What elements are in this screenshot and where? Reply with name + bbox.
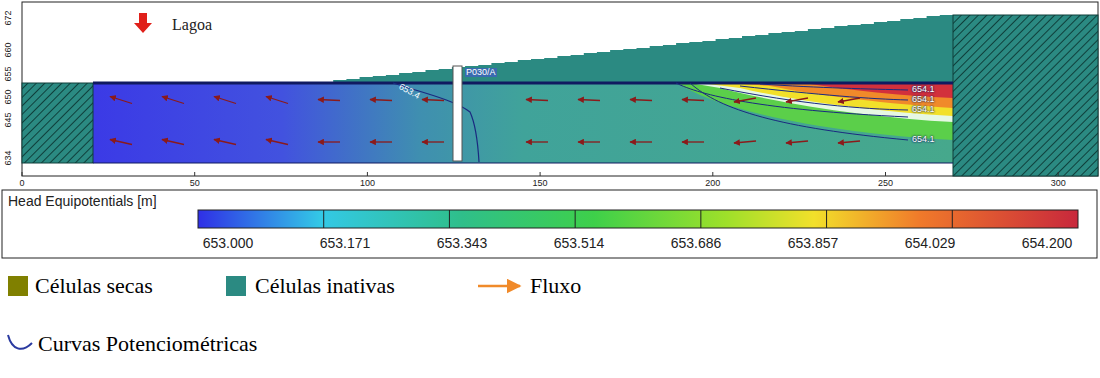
well-name: P030/A [465, 68, 497, 77]
legend-swatch [8, 276, 28, 296]
axis-tick: 660 [4, 42, 13, 57]
flow-arrow [786, 141, 808, 143]
contour-line [393, 83, 479, 162]
flow-arrow [838, 141, 860, 143]
axis-tick: 0 [19, 179, 24, 188]
axis-tick: 634 [4, 150, 13, 165]
axis-tick: 300 [1051, 179, 1066, 188]
inactive-block [953, 15, 1098, 176]
flow-arrow [370, 100, 392, 101]
colorbar-value: 653.514 [554, 236, 605, 250]
flow-sample [478, 285, 520, 288]
flow-arrow [838, 98, 860, 102]
flow-arrow [422, 141, 444, 142]
flow-arrow [266, 140, 288, 145]
flow-arrow [162, 97, 184, 104]
axis-tick: 645 [4, 112, 13, 127]
flow-arrow [734, 98, 756, 102]
axis-tick: 655 [4, 66, 13, 81]
flow-arrow [162, 140, 184, 145]
colorbar-value: 653.343 [437, 236, 488, 250]
inactive-block [22, 83, 93, 163]
legend-text: Fluxo [530, 275, 581, 297]
flow-arrow [110, 140, 132, 145]
legend-text: Células inativas [255, 275, 395, 297]
colorbar [198, 210, 1078, 228]
flow-arrow [318, 100, 340, 101]
place-name: Lagoa [172, 17, 212, 33]
axis-tick: 250 [878, 179, 893, 188]
colorbar-value: 653.171 [320, 236, 371, 250]
lagoon-marker [134, 13, 152, 33]
flow-arrow [526, 100, 548, 101]
flow-arrow [266, 97, 288, 104]
model-domain [93, 83, 953, 163]
inactive-cells [320, 15, 953, 83]
axis-tick: 50 [190, 179, 200, 188]
legend-text: Células secas [35, 275, 153, 297]
colorbar-value: 654.200 [1022, 236, 1073, 250]
legend-swatch [226, 276, 246, 296]
colorbar-value: 654.029 [905, 236, 956, 250]
colorbar-value: 653.000 [203, 236, 254, 250]
axis-tick: 200 [705, 179, 720, 188]
contour-value: 654.1 [912, 95, 935, 104]
axis-tick: 672 [4, 10, 13, 25]
contour-value: 654.1 [912, 105, 935, 114]
flow-arrow [526, 141, 548, 142]
flow-arrow [578, 141, 600, 142]
legend-text: Curvas Potenciométricas [38, 333, 257, 355]
colorbar-value: 653.686 [671, 236, 722, 250]
flow-arrow [214, 140, 236, 145]
flow-arrow [682, 100, 704, 101]
colorbar-frame [2, 190, 1097, 258]
flow-arrow [786, 98, 808, 102]
axis-tick: 100 [360, 179, 375, 188]
flow-arrow [422, 100, 444, 101]
flow-arrow [318, 141, 340, 142]
colorbar-value: 653.857 [788, 236, 839, 250]
axis-tick: 650 [4, 89, 13, 104]
head-zone [676, 83, 953, 140]
flow-arrow [682, 141, 704, 142]
contour-sample [8, 335, 32, 349]
contour-value: 654.1 [912, 85, 935, 94]
well [453, 66, 462, 161]
flow-arrow [630, 100, 652, 101]
flow-arrow [214, 97, 236, 104]
colorbar-title: Head Equipotentials [m] [8, 194, 157, 208]
flow-arrow [630, 141, 652, 142]
flow-arrow [578, 100, 600, 101]
axis-tick: 150 [533, 179, 548, 188]
flow-arrow [370, 141, 392, 142]
flow-arrow [734, 141, 756, 143]
flow-arrow [110, 97, 132, 104]
contour-value: 654.1 [912, 135, 935, 144]
